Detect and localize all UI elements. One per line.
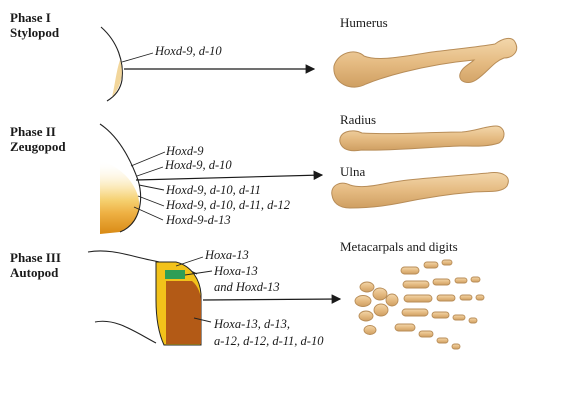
autopod-gene-leaders <box>175 256 213 323</box>
phase-3-title: Phase III <box>10 250 61 265</box>
zeugopod-gene-label-1: Hoxd-9 <box>166 144 204 158</box>
zeugopod-gene-leaders <box>130 151 166 221</box>
autopod-gene-label-1: Hoxa-13 <box>205 248 249 262</box>
stylopod-gene-label: Hoxd-9, d-10 <box>155 44 222 58</box>
phase-3-group <box>87 250 485 350</box>
autopod-arrow <box>202 294 342 304</box>
zeugopod-arrow <box>135 170 324 181</box>
radius-bone <box>339 125 505 152</box>
phase-1-title: Phase I <box>10 10 51 25</box>
ulna-bone <box>331 172 509 209</box>
humerus-bone <box>333 37 518 88</box>
phase-1-heading: Phase I Stylopod <box>10 10 59 40</box>
stylopod-gene-leader <box>121 52 154 63</box>
radius-label: Radius <box>340 112 377 127</box>
stylopod-bud-shading <box>112 60 122 97</box>
ulna-label: Ulna <box>340 164 366 179</box>
autopod-gene-label-4: Hoxa-13, d-13, <box>214 317 291 331</box>
autopod-gene-label-5: a-12, d-12, d-11, d-10 <box>214 334 324 348</box>
hand-skeleton <box>354 259 485 350</box>
phase-2-title: Phase II <box>10 124 56 139</box>
zeugopod-gene-label-5: Hoxd-9-d-13 <box>166 213 231 227</box>
zeugopod-bud-fill <box>100 160 140 234</box>
stylopod-bud-outline <box>100 26 123 102</box>
autopod-limb-outline-bottom <box>94 320 157 344</box>
phase-1-group <box>100 26 518 102</box>
autopod-bud-green <box>165 270 185 279</box>
zeugopod-gene-label-3: Hoxd-9, d-10, d-11 <box>166 183 261 197</box>
metacarpals-label: Metacarpals and digits <box>340 239 458 254</box>
autopod-gene-label-2: Hoxa-13 <box>214 264 258 278</box>
phase-1-name: Stylopod <box>10 25 60 40</box>
phase-2-heading: Phase II Zeugopod <box>10 124 66 154</box>
autopod-bud-brown <box>166 281 201 344</box>
phase-3-name: Autopod <box>10 265 59 280</box>
humerus-label: Humerus <box>340 15 388 30</box>
phase-2-group <box>99 123 509 234</box>
phase-2-name: Zeugopod <box>10 139 66 154</box>
autopod-gene-label-3: and Hoxd-13 <box>214 280 280 294</box>
zeugopod-gene-label-2: Hoxd-9, d-10 <box>165 158 232 172</box>
phase-3-heading: Phase III Autopod <box>10 250 61 280</box>
zeugopod-gene-label-4: Hoxd-9, d-10, d-11, d-12 <box>166 198 291 212</box>
